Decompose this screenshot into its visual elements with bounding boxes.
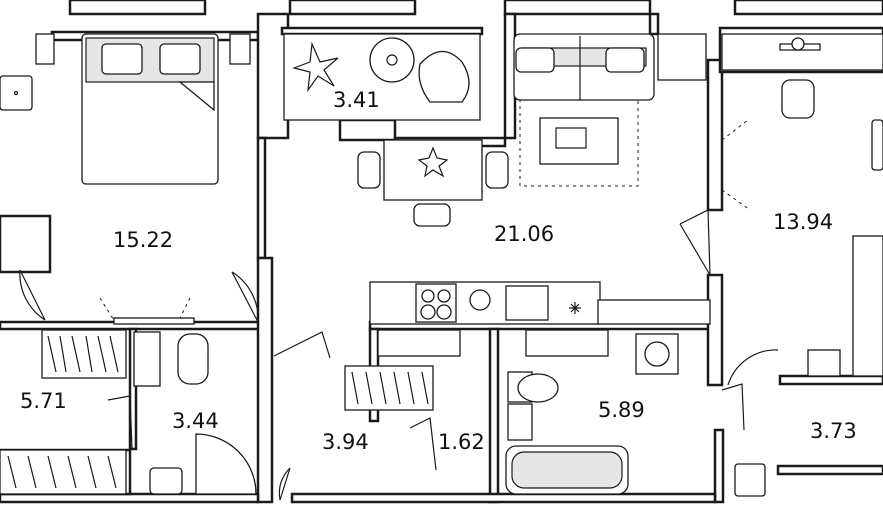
living-furniture [357,33,711,325]
area-label-loggia: 3.41 [333,88,380,112]
bedroom-1-furniture [0,33,251,325]
area-label-hall-left: 5.71 [20,389,67,413]
area-label-corridor: 3.94 [322,430,369,454]
loggia-furniture [283,33,481,121]
area-label-bedroom-1: 15.22 [113,228,173,252]
hall-fixtures [0,329,461,495]
area-label-bathroom-2: 5.89 [598,398,645,422]
doors [19,119,779,501]
area-label-kitchen-living: 21.06 [494,222,554,246]
area-labels: 15.22 3.41 21.06 13.94 5.71 3.44 3.94 1.… [20,88,857,454]
bedroom-2-furniture [721,33,883,497]
bathroom-fixtures [133,329,679,495]
area-label-closet: 1.62 [438,430,485,454]
area-label-bathroom-1: 3.44 [172,409,219,433]
area-label-bedroom-2: 13.94 [773,210,833,234]
area-label-hall-right: 3.73 [810,419,857,443]
